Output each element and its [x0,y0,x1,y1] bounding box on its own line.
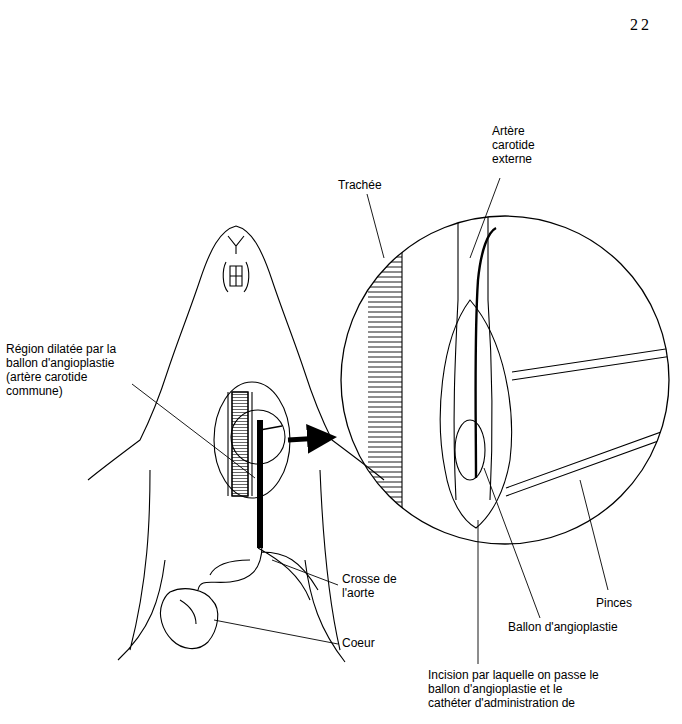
trachea-zoomed [368,240,402,510]
zoom-arrow [288,438,322,440]
rat-nose [228,236,244,254]
aortic-arch [198,545,318,600]
rat-forelimb-left [118,470,165,660]
forceps-lower [506,428,672,496]
part-label: Trachée [338,178,408,192]
zoom-circle [341,216,669,544]
zoom-region [231,410,285,464]
external-carotid [458,214,488,300]
forceps-upper [512,348,672,380]
part-label: Ballon d'angioplastie [508,620,658,634]
part-label: Artère carotide externe [492,124,554,166]
trachea-small [232,392,248,496]
rat-incisors [223,262,249,292]
part-label: Pinces [596,596,666,610]
catheter-small [260,426,282,430]
leader-lines [132,178,608,664]
part-label: Crosse de l'aorte [342,572,398,600]
common-carotid [257,420,263,548]
artery-zoomed [454,300,492,500]
catheter [476,228,497,478]
heart [160,589,217,649]
part-label: Région dilatée par la ballon d'angioplas… [6,342,134,398]
rat-forelimb-right [305,470,345,662]
part-label: Incision par laquelle on passe le ballon… [428,668,606,710]
page-number: 22 [630,18,676,32]
neck-incision [214,382,290,498]
part-label: Coeur [342,636,402,650]
angioplasty-balloon [455,420,485,480]
